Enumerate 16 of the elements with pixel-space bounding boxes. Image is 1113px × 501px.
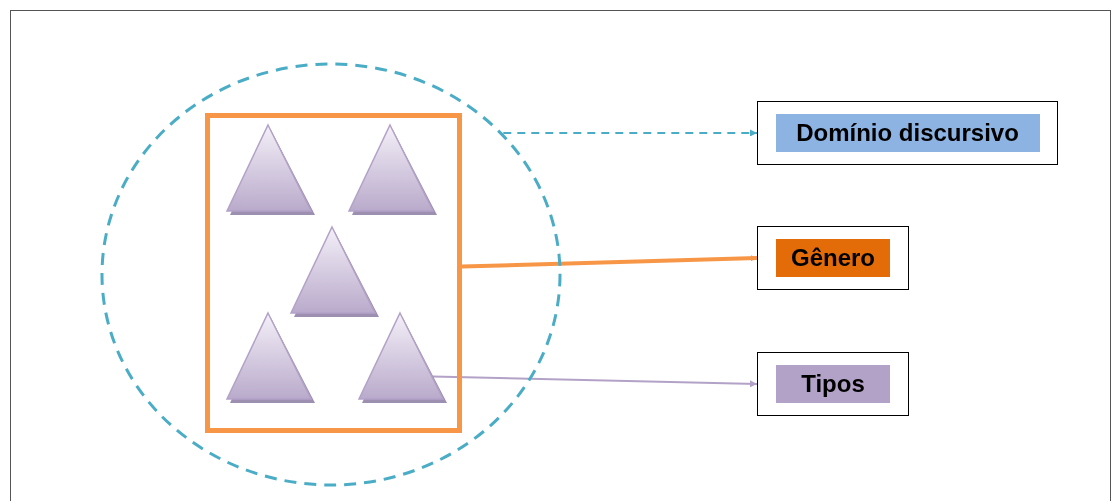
label-text: Domínio discursivo [775, 114, 1040, 152]
label-box [757, 101, 1058, 165]
label-box [757, 352, 909, 416]
arrow [461, 255, 758, 269]
arrow [431, 375, 758, 388]
label-text: Tipos [776, 365, 890, 403]
triangle-shape [226, 312, 316, 404]
dashed-ellipse [100, 62, 562, 487]
triangle-shape [358, 312, 448, 404]
label-text: Gênero [776, 239, 890, 277]
arrow [502, 129, 758, 137]
triangle-shape [226, 124, 316, 216]
triangle-shape [290, 226, 380, 318]
label-box [757, 226, 909, 290]
genre-rectangle [205, 113, 462, 433]
triangle-shape [348, 124, 438, 216]
